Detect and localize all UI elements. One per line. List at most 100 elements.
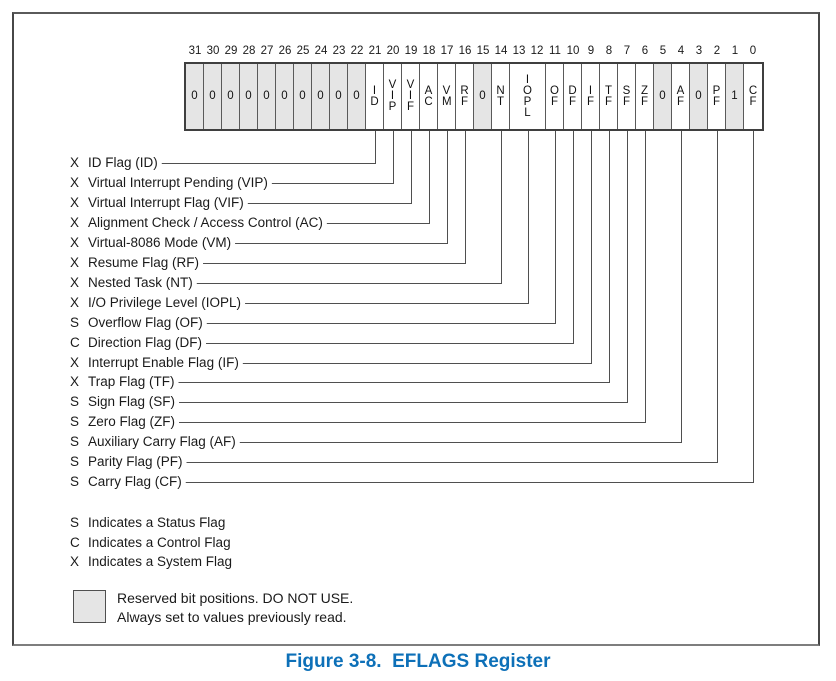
flag-label: Virtual Interrupt Flag (VIF) <box>88 195 244 210</box>
bit-number: 21 <box>368 45 382 57</box>
flag-type-letter: S <box>70 434 80 449</box>
flag-label: Auxiliary Carry Flag (AF) <box>88 434 236 449</box>
bit-number: 26 <box>278 45 292 57</box>
register-cell-label: 0 <box>281 90 288 102</box>
bit-number: 20 <box>386 45 400 57</box>
legend-letter: X <box>70 554 80 569</box>
register-cell-label: 0 <box>245 90 252 102</box>
flag-row: X Interrupt Enable Flag (IF) <box>70 354 239 372</box>
flag-label: Interrupt Enable Flag (IF) <box>88 355 239 370</box>
register-cell-CF: CF <box>744 64 762 129</box>
register-cell-label: VM <box>442 84 452 108</box>
bit-number: 1 <box>731 45 739 57</box>
register-cell-reserved: 0 <box>294 64 312 129</box>
flag-label: Parity Flag (PF) <box>88 454 183 469</box>
flag-type-letter: X <box>70 155 80 170</box>
bit-number: 6 <box>641 45 649 57</box>
register-cell-reserved: 0 <box>348 64 366 129</box>
register-cell-label: VIF <box>406 79 415 113</box>
flag-type-letter: X <box>70 295 80 310</box>
register-cell-AF: AF <box>672 64 690 129</box>
register-cell-label: PF <box>712 84 721 108</box>
bit-number: 5 <box>659 45 667 57</box>
register-cell-label: SF <box>622 84 631 108</box>
register-cell-VIF: VIF <box>402 64 420 129</box>
register-cell-reserved: 0 <box>240 64 258 129</box>
register-cell-ZF: ZF <box>636 64 654 129</box>
reserved-note-line1: Reserved bit positions. DO NOT USE. <box>117 590 354 606</box>
flag-type-letter: X <box>70 215 80 230</box>
register-cell-label: 0 <box>209 90 216 102</box>
register-cell-reserved: 0 <box>690 64 708 129</box>
register-cell-IOPL: IOPL <box>510 64 546 129</box>
legend-letter: S <box>70 515 80 530</box>
register-cell-reserved: 0 <box>654 64 672 129</box>
legend-label: Indicates a Status Flag <box>88 515 226 530</box>
register-cell-reserved: 0 <box>474 64 492 129</box>
flag-type-letter: X <box>70 355 80 370</box>
flag-type-letter: X <box>70 235 80 250</box>
register-cell-reserved: 0 <box>330 64 348 129</box>
bit-number: 10 <box>566 45 580 57</box>
bit-number: 12 <box>530 45 544 57</box>
bit-number: 25 <box>296 45 310 57</box>
legend-row: S Indicates a Status Flag <box>70 514 225 532</box>
register-cell-label: RF <box>460 84 469 108</box>
register-cell-SF: SF <box>618 64 636 129</box>
bit-number: 30 <box>206 45 220 57</box>
flag-type-letter: X <box>70 374 80 389</box>
flag-type-letter: C <box>70 335 80 350</box>
register-cell-label: 0 <box>299 90 306 102</box>
register-cell-label: VIP <box>388 79 397 113</box>
register-cell-PF: PF <box>708 64 726 129</box>
legend-label: Indicates a Control Flag <box>88 535 231 550</box>
flag-label: ID Flag (ID) <box>88 155 158 170</box>
flag-type-letter: S <box>70 454 80 469</box>
flag-label: Sign Flag (SF) <box>88 394 176 409</box>
flag-label: Alignment Check / Access Control (AC) <box>88 215 323 230</box>
figure-caption: Figure 3-8. EFLAGS Register <box>285 651 551 672</box>
register-cell-label: 0 <box>353 90 360 102</box>
register-cell-NT: NT <box>492 64 510 129</box>
bit-number: 0 <box>749 45 757 57</box>
register-cell-reserved: 0 <box>276 64 294 129</box>
bit-number: 13 <box>512 45 526 57</box>
register-cell-label: 0 <box>335 90 342 102</box>
register-cell-label: 0 <box>479 90 486 102</box>
register-cell-label: IOPL <box>523 73 532 119</box>
register-cell-label: AF <box>676 84 685 108</box>
bit-number: 23 <box>332 45 346 57</box>
register-cell-RF: RF <box>456 64 474 129</box>
flag-type-letter: S <box>70 474 80 489</box>
flag-row: S Parity Flag (PF) <box>70 453 183 471</box>
register-cell-VM: VM <box>438 64 456 129</box>
legend-label: Indicates a System Flag <box>88 554 233 569</box>
register-cell-reserved: 0 <box>258 64 276 129</box>
bit-number: 31 <box>188 45 202 57</box>
register-cell-label: 0 <box>263 90 270 102</box>
bit-number: 7 <box>623 45 631 57</box>
bit-number: 28 <box>242 45 256 57</box>
register-cell-reserved: 0 <box>204 64 222 129</box>
register-cell-label: NT <box>496 84 505 108</box>
flag-type-letter: S <box>70 315 80 330</box>
reserved-bits-note: Reserved bit positions. DO NOT USE. Alwa… <box>117 589 353 626</box>
bit-number: 27 <box>260 45 274 57</box>
register-cell-DF: DF <box>564 64 582 129</box>
flag-type-letter: X <box>70 255 80 270</box>
register-cell-VIP: VIP <box>384 64 402 129</box>
register-cell-label: TF <box>604 84 613 108</box>
bit-number: 3 <box>695 45 703 57</box>
bit-number: 9 <box>587 45 595 57</box>
register-cell-label: OF <box>550 84 559 108</box>
register-cell-label: ID <box>370 84 379 108</box>
